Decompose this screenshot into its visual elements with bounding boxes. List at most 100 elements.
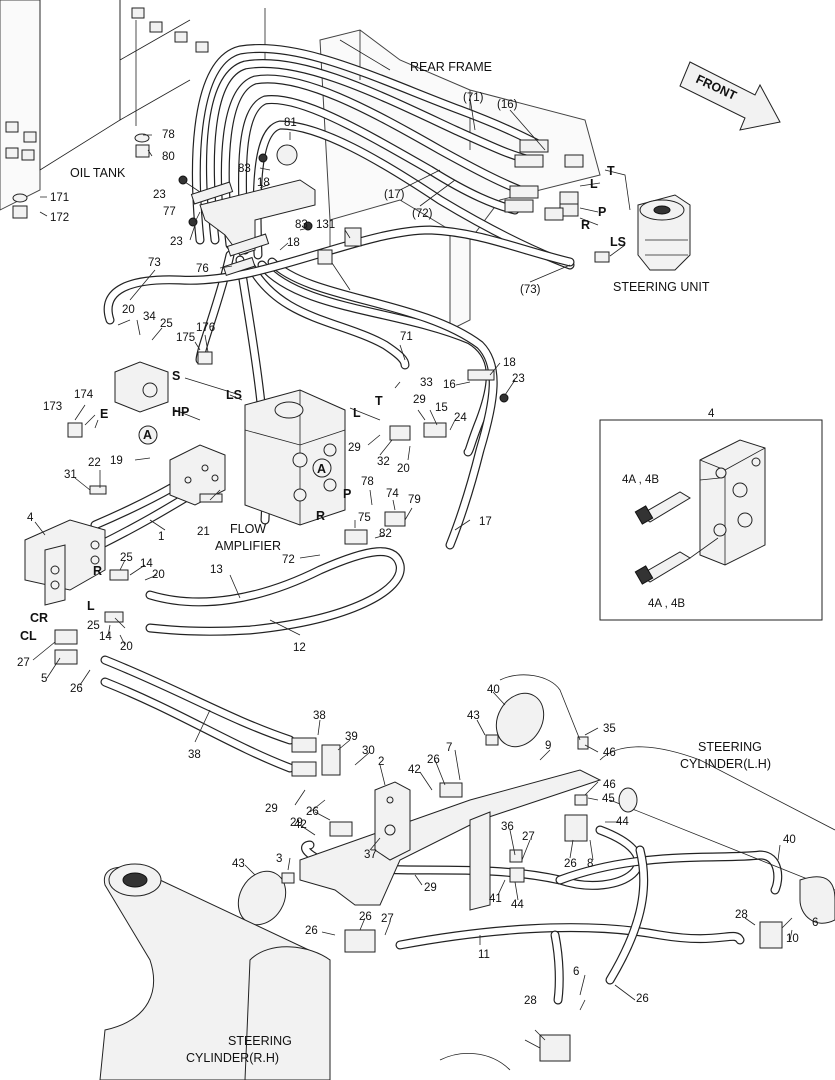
label-steering-cylinder-lh: STEERING CYLINDER(L.H) bbox=[680, 740, 771, 771]
callout-29: 29 bbox=[290, 817, 303, 829]
callout-44: 44 bbox=[511, 899, 524, 911]
fitting-32 bbox=[389, 425, 411, 441]
callout-26: 26 bbox=[427, 754, 440, 766]
callout-81: 81 bbox=[284, 117, 297, 129]
plug-80 bbox=[135, 144, 150, 158]
callout-7: 7 bbox=[446, 742, 452, 754]
label-flow-amplifier: FLOW AMPLIFIER bbox=[215, 522, 281, 553]
port-label: L bbox=[590, 177, 598, 191]
callout-23: 23 bbox=[512, 373, 525, 385]
fitting-131 bbox=[344, 227, 362, 247]
fittings-lower bbox=[291, 736, 783, 1062]
callout-25: 25 bbox=[87, 620, 100, 632]
port-A-amplifier: A bbox=[317, 462, 326, 476]
detail-box-label-upper: 4A , 4B bbox=[622, 474, 659, 486]
callout-27: 27 bbox=[17, 657, 30, 669]
block-19: A bbox=[89, 425, 226, 506]
callout-6: 6 bbox=[812, 917, 818, 929]
callout-43: 43 bbox=[232, 858, 245, 870]
oil-tank bbox=[0, 0, 266, 219]
callout-79: 79 bbox=[408, 494, 421, 506]
callout-28: 28 bbox=[524, 995, 537, 1007]
axle-bracket-3 bbox=[299, 769, 602, 911]
callout-31: 31 bbox=[64, 469, 77, 481]
clamp-81 bbox=[276, 144, 298, 166]
steering-unit-fittings bbox=[504, 139, 610, 263]
callout-9: 9 bbox=[545, 740, 551, 752]
label-steering-unit: STEERING UNIT bbox=[613, 280, 710, 294]
fitting-15 bbox=[423, 422, 447, 438]
callout-176: 176 bbox=[196, 322, 215, 334]
callout-18: 18 bbox=[287, 237, 300, 249]
callout-2: 2 bbox=[378, 756, 384, 768]
callout-26: 26 bbox=[305, 925, 318, 937]
callout-5: 5 bbox=[41, 673, 47, 685]
callout-33: 33 bbox=[420, 377, 433, 389]
plug-173 bbox=[67, 422, 83, 438]
callout-78: 78 bbox=[162, 129, 175, 141]
callout-20: 20 bbox=[152, 569, 165, 581]
port-label: R bbox=[581, 218, 590, 232]
callout-19: 19 bbox=[110, 455, 123, 467]
hose-7 bbox=[100, 655, 295, 773]
callout-18: 18 bbox=[257, 177, 270, 189]
block-s-e-hp bbox=[67, 351, 213, 438]
callout-23: 23 bbox=[153, 189, 166, 201]
callout-171: 171 bbox=[50, 192, 69, 204]
callout-46: 46 bbox=[603, 747, 616, 759]
callout-44: 44 bbox=[616, 816, 629, 828]
callout-27: 27 bbox=[381, 913, 394, 925]
callout-26: 26 bbox=[564, 858, 577, 870]
callout-27: 27 bbox=[522, 831, 535, 843]
steering-cylinder-rh bbox=[99, 863, 511, 1080]
callout-25: 25 bbox=[160, 318, 173, 330]
callout-41: 41 bbox=[489, 893, 502, 905]
fitting-75 bbox=[344, 529, 368, 545]
hose-bundle-down bbox=[195, 250, 498, 550]
block-4 bbox=[24, 519, 129, 665]
callout-29: 29 bbox=[265, 803, 278, 815]
port-label: L bbox=[353, 406, 361, 420]
callout-16: (16) bbox=[497, 99, 518, 111]
hose-10-11 bbox=[395, 845, 745, 1005]
callout-23: 23 bbox=[170, 236, 183, 248]
callout-46: 46 bbox=[603, 779, 616, 791]
callout-83: 83 bbox=[238, 163, 251, 175]
callout-38: 38 bbox=[313, 710, 326, 722]
callout-173: 173 bbox=[43, 401, 62, 413]
callout-26: 26 bbox=[70, 683, 83, 695]
callout-82: 82 bbox=[379, 528, 392, 540]
port-label: T bbox=[607, 164, 615, 178]
callout-10: 10 bbox=[786, 933, 799, 945]
cartridge-4A-upper bbox=[634, 491, 691, 525]
hose-bracket bbox=[178, 144, 509, 403]
plug-172 bbox=[12, 205, 28, 219]
front-arrow: FRONT bbox=[679, 61, 781, 131]
port-label: CL bbox=[20, 629, 37, 643]
flow-amplifier: A bbox=[244, 389, 447, 545]
callout-71: 71 bbox=[400, 331, 413, 343]
callout-4: 4 bbox=[27, 512, 34, 524]
hoses-12-13 bbox=[145, 547, 405, 636]
callout-29: 29 bbox=[413, 394, 426, 406]
port-label: LS bbox=[610, 235, 626, 249]
detail-box-title: 4 bbox=[708, 408, 715, 420]
port-label: L bbox=[87, 599, 95, 613]
callout-36: 36 bbox=[501, 821, 514, 833]
callout-40: 40 bbox=[487, 684, 500, 696]
port-label: CR bbox=[30, 611, 48, 625]
callout-42: 42 bbox=[408, 764, 421, 776]
port-label: P bbox=[343, 487, 351, 501]
callout-29: 29 bbox=[424, 882, 437, 894]
block-2 bbox=[374, 781, 411, 861]
callout-16: 16 bbox=[443, 379, 456, 391]
callout-13: 13 bbox=[210, 564, 223, 576]
leader-lines bbox=[32, 97, 793, 1049]
callout-72: 72 bbox=[282, 554, 295, 566]
callout-76: 76 bbox=[196, 263, 209, 275]
callout-34: 34 bbox=[143, 311, 156, 323]
